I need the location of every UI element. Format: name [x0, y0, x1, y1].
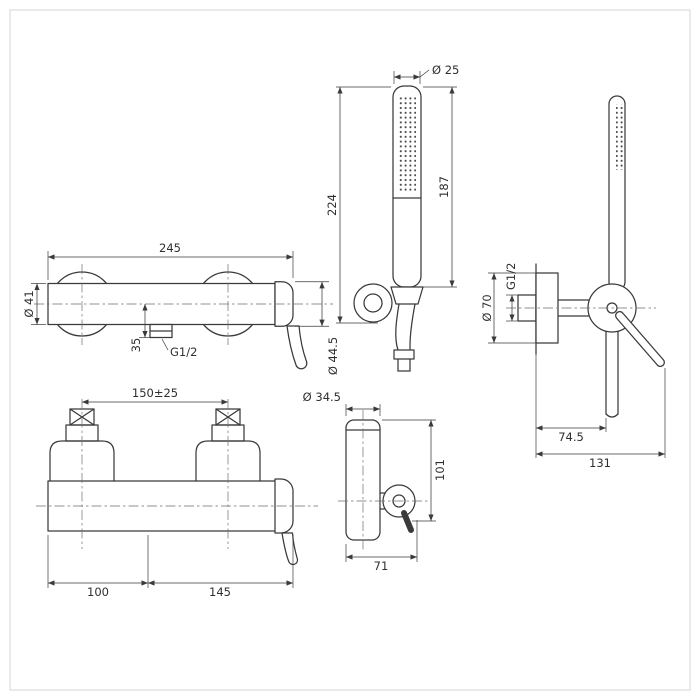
mixer-plan-view: 150±25 100 145	[36, 386, 318, 599]
dim-right-segment: 145	[209, 585, 231, 599]
hose	[395, 303, 400, 372]
dim-side-height: 101	[433, 459, 447, 481]
dim-handshower-overall-height: 224	[325, 194, 339, 216]
dim-holder-thread: G1/2	[504, 263, 518, 290]
dim-rosette-diameter: Ø 70	[480, 294, 494, 321]
dim-outlet-offset: 35	[129, 338, 143, 353]
hand-shower-front-view: Ø 25 187 224	[325, 63, 459, 372]
wall-holder-knob	[353, 283, 393, 323]
dim-outlet-thread: G1/2	[170, 345, 197, 359]
dim-side-depth: 71	[374, 559, 389, 573]
mixer-body-plan	[47, 480, 276, 532]
dim-left-segment: 100	[87, 585, 109, 599]
mixer-lever-side	[615, 311, 665, 367]
spray-face-dots	[398, 97, 416, 191]
dim-inlet-spacing: 150±25	[132, 386, 178, 400]
dim-side-body-diameter: Ø 34.5	[303, 390, 341, 404]
drawing-border	[9, 9, 691, 691]
spray-face-dots-side	[616, 104, 623, 170]
mixer-front-view: 245 Ø 41 35 G1/2 Ø 44.5	[22, 241, 340, 375]
dim-mixer-width: 245	[159, 241, 181, 255]
mixer-side-view: Ø 34.5 101 71	[303, 390, 447, 573]
dim-overall-depth: 131	[589, 456, 611, 470]
lever-pin-side	[401, 510, 414, 533]
hand-shower-side-view: G1/2 Ø 70 74.5 131	[480, 95, 666, 470]
dim-body-diameter: Ø 41	[22, 290, 36, 317]
dim-wall-to-holder: 74.5	[558, 430, 584, 444]
dim-handshower-wand-length: 187	[437, 176, 451, 198]
mixer-lever-plan	[281, 532, 299, 566]
dim-cap-diameter: Ø 44.5	[326, 337, 340, 375]
dim-handshower-head-diameter: Ø 25	[432, 63, 459, 77]
mixer-lever	[286, 325, 308, 370]
hose-nut	[393, 349, 415, 360]
holder-cup	[390, 286, 424, 305]
